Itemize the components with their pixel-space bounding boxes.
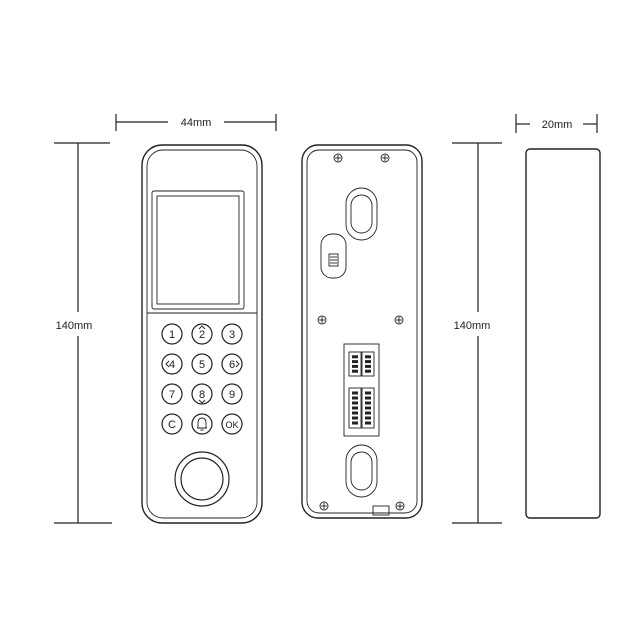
screw-bottom-left (319, 501, 329, 511)
key-7-label: 7 (169, 389, 175, 401)
key-6-label: 6 (229, 359, 235, 371)
screw-mid-left (317, 315, 327, 325)
connector-block-top-left (348, 351, 362, 377)
mounting-slot-bottom (345, 444, 378, 498)
tamper-switch (320, 233, 347, 279)
key-ok-label: OK (225, 420, 238, 430)
back-view (301, 144, 423, 519)
key-ok[interactable]: OK (221, 413, 243, 435)
key-1-label: 1 (169, 329, 175, 341)
key-6[interactable]: 6 (221, 353, 243, 375)
key-3[interactable]: 3 (221, 323, 243, 345)
arrow-left-icon (165, 360, 170, 368)
bell-icon (197, 417, 207, 431)
mounting-slot-top (345, 187, 378, 241)
key-4-label: 4 (169, 359, 175, 371)
height-dimension-front: 140mm (54, 142, 112, 524)
depth-dimension: 20mm (515, 114, 598, 133)
wiring-connector-panel (343, 343, 380, 437)
connector-block-bottom-left (348, 387, 362, 429)
screw-top-left (333, 153, 343, 163)
arrow-up-icon (198, 325, 206, 330)
key-c[interactable]: C (161, 413, 183, 435)
arrow-right-icon (235, 360, 240, 368)
depth-label: 20mm (542, 119, 573, 131)
key-8-label: 8 (199, 389, 205, 401)
keypad: 1 2 3 4 5 6 7 8 9C OK (161, 323, 243, 435)
height-label-front: 140mm (56, 320, 93, 332)
width-dimension: 44mm (115, 114, 277, 131)
key-5[interactable]: 5 (191, 353, 213, 375)
connector-block-top-right (361, 351, 375, 377)
key-5-label: 5 (199, 359, 205, 371)
side-view (525, 148, 601, 519)
display-screen (151, 190, 245, 310)
key-4[interactable]: 4 (161, 353, 183, 375)
arrow-down-icon (198, 399, 206, 404)
fingerprint-sensor[interactable] (174, 451, 230, 507)
screw-bottom-right (395, 501, 405, 511)
width-label: 44mm (181, 117, 212, 129)
bottom-notch (372, 505, 390, 516)
screw-top-right (380, 153, 390, 163)
key-9[interactable]: 9 (221, 383, 243, 405)
key-2-label: 2 (199, 329, 205, 341)
screw-mid-right (394, 315, 404, 325)
connector-block-bottom-right (361, 387, 375, 429)
key-1[interactable]: 1 (161, 323, 183, 345)
key-c-label: C (168, 419, 176, 431)
key-8[interactable]: 8 (191, 383, 213, 405)
key-9-label: 9 (229, 389, 235, 401)
key-3-label: 3 (229, 329, 235, 341)
key-7[interactable]: 7 (161, 383, 183, 405)
key-2[interactable]: 2 (191, 323, 213, 345)
key-bell[interactable] (191, 413, 213, 435)
height-dimension-back: 140mm (452, 142, 502, 524)
height-label-back: 140mm (454, 320, 491, 332)
front-view: 1 2 3 4 5 6 7 8 9C OK (141, 144, 263, 524)
